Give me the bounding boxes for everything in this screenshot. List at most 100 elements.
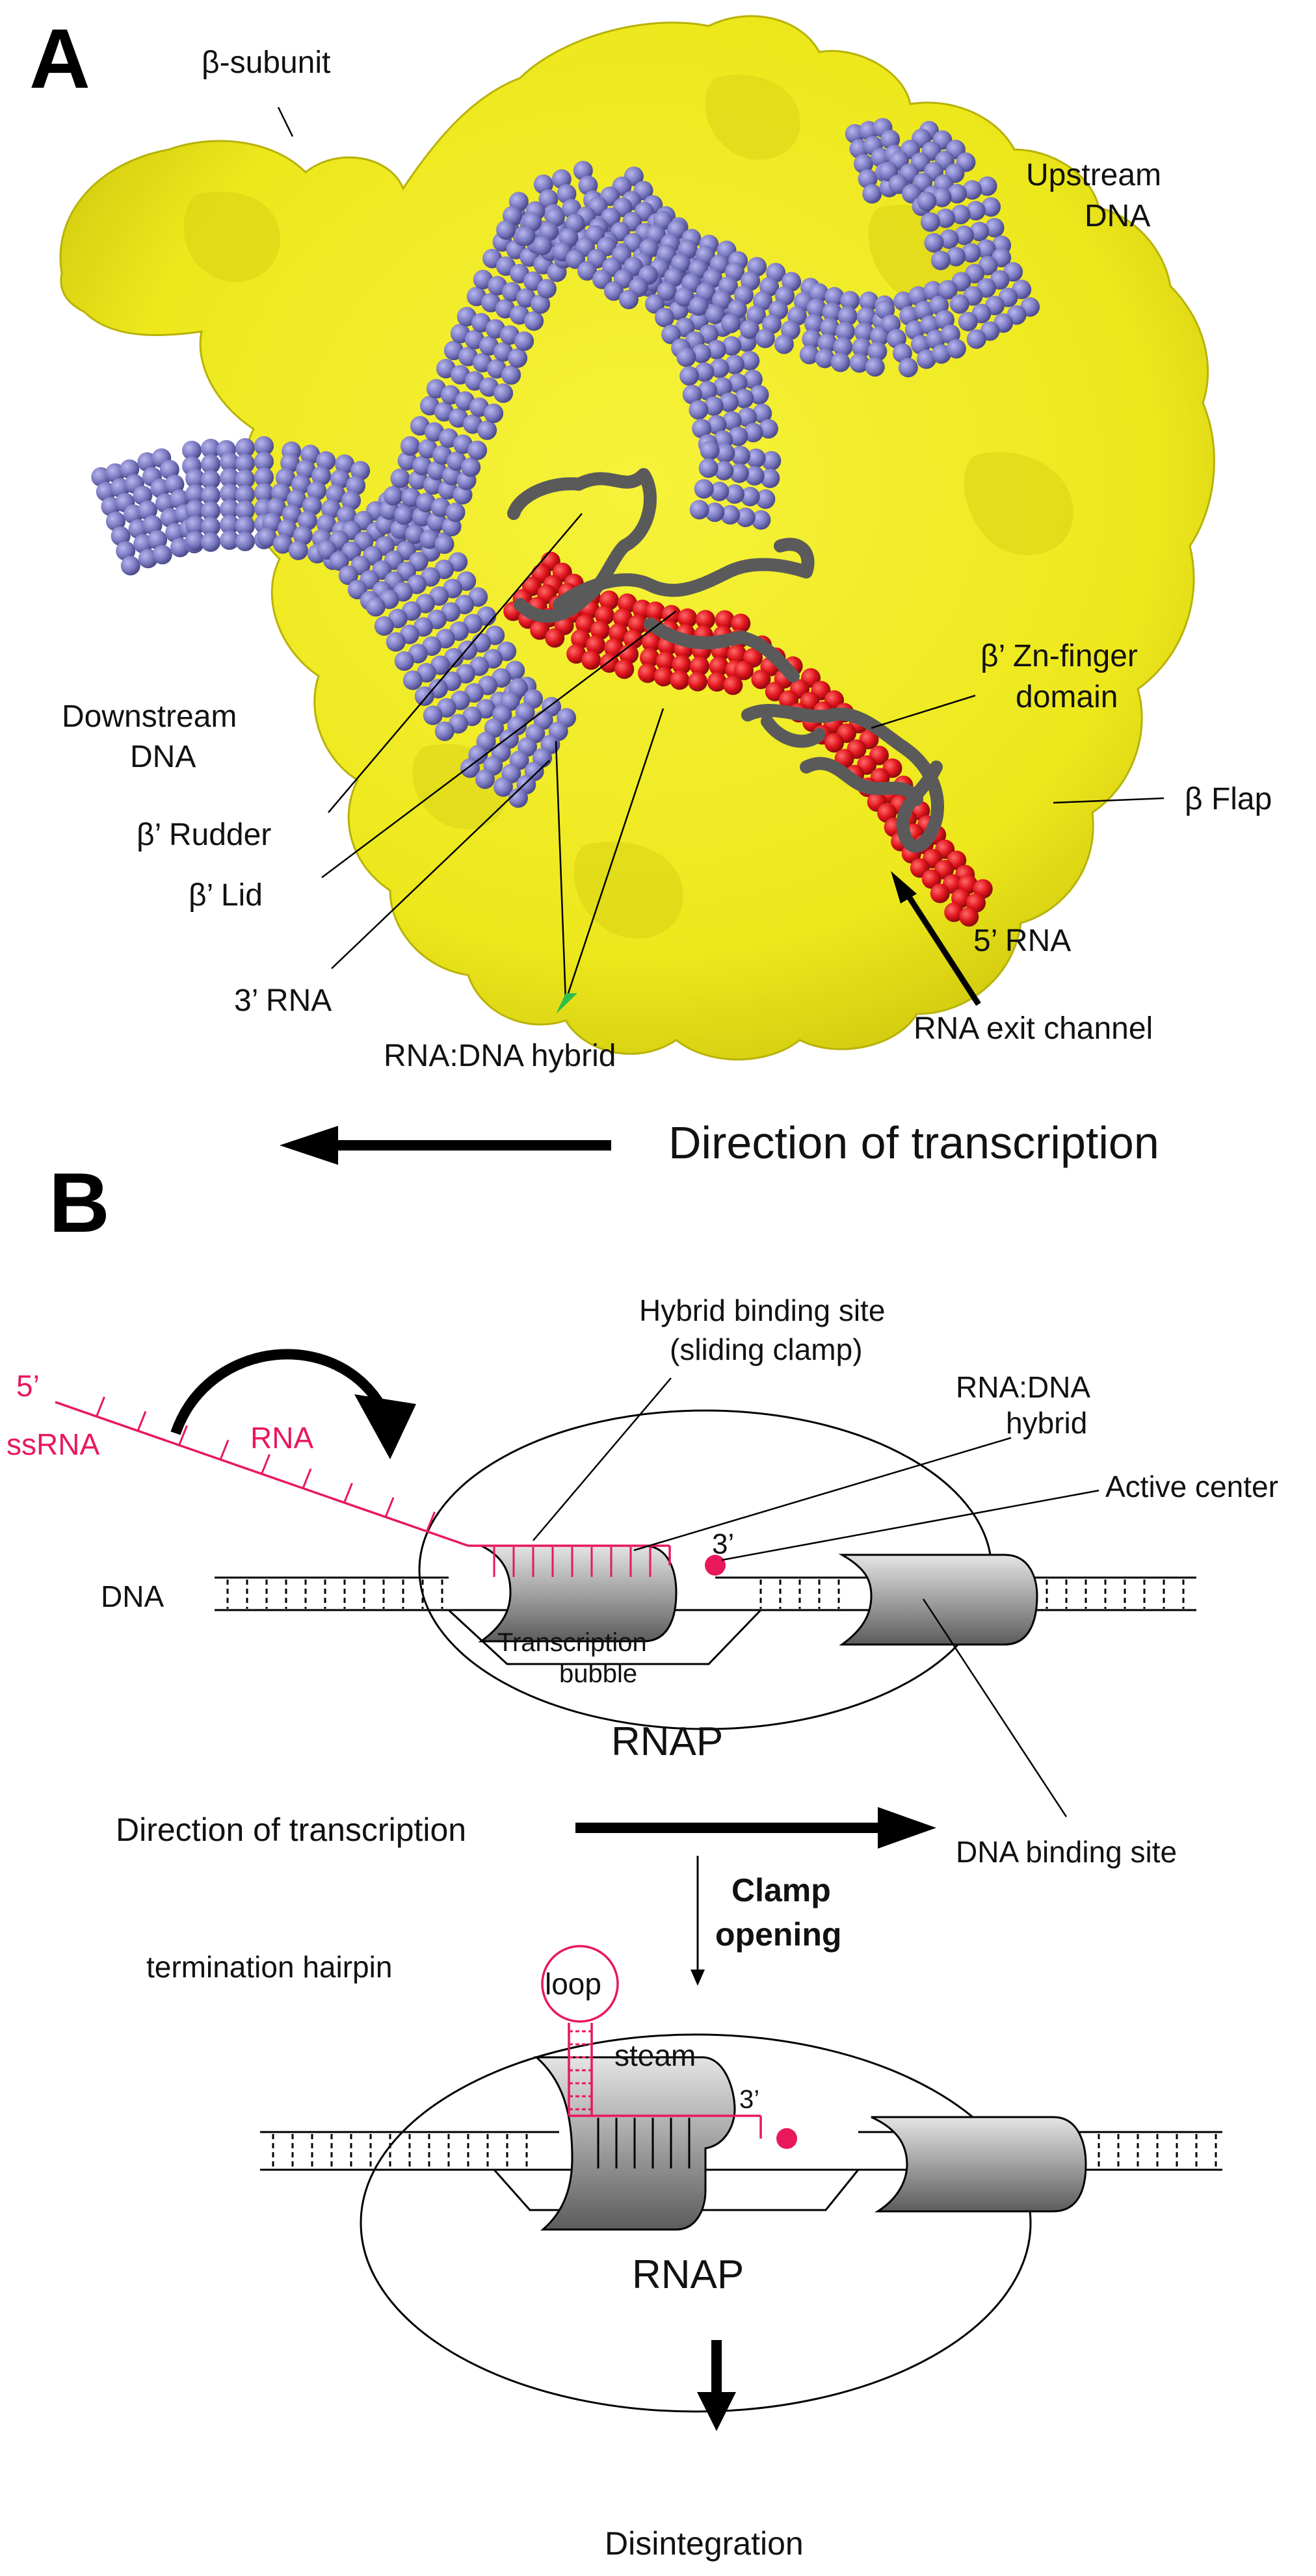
atom-bead [201, 517, 220, 536]
atom-bead [802, 329, 822, 349]
atom-bead [836, 322, 855, 341]
atom-bead [722, 336, 742, 356]
atom-bead [430, 497, 451, 517]
atom-bead [578, 176, 598, 196]
atom-bead [670, 670, 690, 690]
atom-bead [627, 614, 648, 634]
label-beta-subunit: β-subunit [202, 46, 330, 80]
atom-bead [715, 443, 735, 463]
atom-bead [316, 451, 336, 471]
atom-bead [261, 512, 282, 532]
atom-bead [536, 279, 557, 299]
atom-bead [719, 393, 739, 412]
atom-bead [709, 358, 730, 378]
atom-bead [734, 660, 754, 681]
label-5-rna: 5’ RNA [973, 924, 1071, 958]
rna-exit-arrow-shaft [904, 892, 981, 1006]
panel-a-letter: A [29, 11, 90, 106]
atom-bead [254, 452, 274, 471]
atom-bead [254, 436, 274, 456]
hairpin-ticks [569, 2030, 691, 2168]
atom-bead [416, 493, 436, 512]
pointer-hybrid-2 [564, 708, 665, 1002]
atom-bead [133, 486, 153, 506]
atom-bead [949, 294, 969, 314]
atom-bead [461, 457, 481, 477]
atom-bead [690, 656, 710, 676]
atom-bead [390, 468, 410, 488]
atom-bead [586, 635, 606, 655]
atom-bead [257, 527, 277, 547]
atom-bead [734, 389, 754, 409]
atom-bead [824, 287, 845, 307]
atom-bead [728, 426, 748, 447]
rna-base-tick [219, 1439, 230, 1460]
atom-bead [898, 358, 918, 378]
atom-bead [220, 484, 239, 503]
atom-bead [493, 777, 513, 797]
atom-bead [744, 465, 765, 486]
atom-bead [201, 454, 220, 474]
atom-bead [300, 445, 321, 465]
label-rna-exit-channel: RNA exit channel [914, 1011, 1153, 1046]
label-direction-b: Direction of transcription [116, 1812, 466, 1848]
label-steam: steam [614, 2038, 696, 2072]
label-active-center: Active center [1105, 1470, 1278, 1503]
atom-bead [749, 385, 769, 405]
atom-bead [676, 347, 696, 367]
atom-bead [725, 484, 744, 504]
atom-bead [277, 519, 297, 539]
atom-bead [533, 235, 553, 255]
atom-bead [350, 461, 371, 481]
atom-bead [297, 510, 317, 530]
panel-b: B [7, 1155, 1278, 2562]
atom-bead [545, 628, 565, 648]
atom-bead [170, 489, 189, 509]
atom-bead [720, 313, 741, 333]
atom-bead [341, 491, 362, 511]
pointer-hybrid-1 [555, 740, 567, 1002]
atom-bead [657, 281, 677, 301]
atom-bead [531, 294, 551, 314]
atom-bead [624, 629, 643, 649]
rna-ticks-top [96, 1396, 651, 1577]
atom-bead [682, 384, 702, 404]
atom-bead [740, 486, 760, 506]
atom-bead [930, 250, 951, 270]
atom-bead [220, 452, 239, 472]
atom-bead [148, 530, 168, 550]
atom-bead [508, 348, 528, 368]
atom-bead [679, 366, 700, 386]
atom-bead [374, 616, 394, 636]
atom-bead [976, 239, 996, 259]
atom-bead [302, 496, 322, 515]
atom-bead [185, 500, 205, 519]
atom-bead [235, 516, 255, 536]
atom-bead [655, 651, 676, 671]
dna-spacefill [91, 118, 1040, 808]
atom-bead [804, 314, 824, 333]
atom-bead [840, 291, 860, 311]
atom-bead [599, 590, 619, 610]
atom-bead [678, 608, 698, 629]
atom-bead [758, 419, 778, 439]
atom-bead [272, 534, 293, 554]
atom-bead [235, 438, 255, 458]
dna-ticks-top [226, 1580, 1185, 1609]
atom-bead [235, 532, 255, 551]
atom-bead [557, 184, 577, 204]
atom-bead [291, 475, 311, 495]
atom-bead [854, 154, 873, 174]
atom-bead [612, 608, 633, 629]
atom-bead [713, 377, 733, 397]
atom-bead [689, 296, 709, 316]
atom-bead [329, 551, 349, 571]
atom-bead [966, 201, 986, 221]
atom-bead [722, 411, 742, 431]
atom-bead [475, 769, 495, 789]
atom-bead [966, 329, 986, 349]
atom-bead [954, 226, 974, 245]
atom-bead [394, 505, 414, 525]
atom-bead [735, 507, 756, 527]
atom-bead [714, 461, 734, 481]
